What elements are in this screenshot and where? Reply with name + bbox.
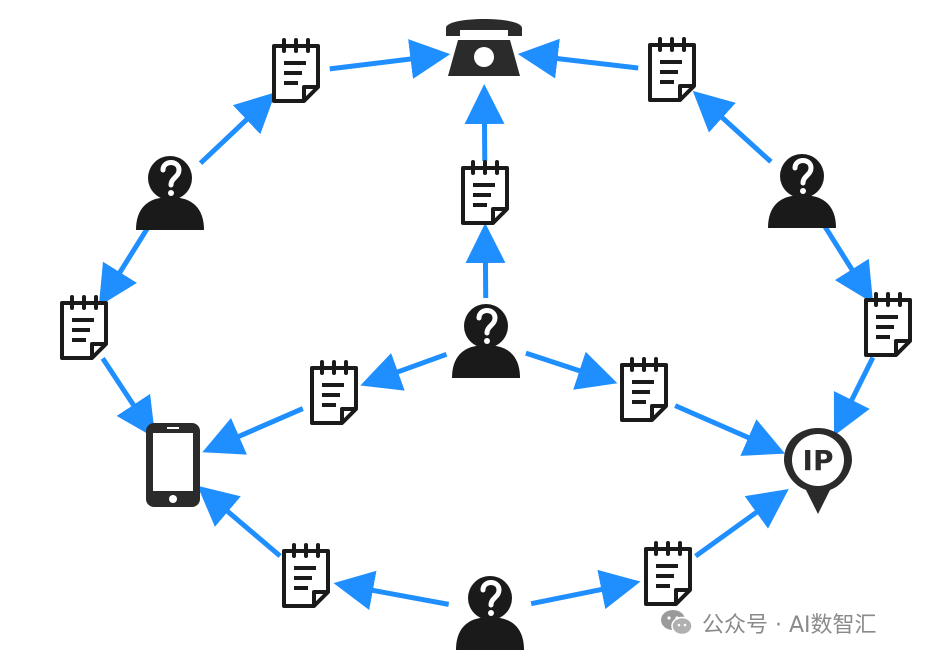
arrow-person-bottom-to-doc-bottom-right	[531, 584, 631, 604]
arrow-person-left-to-doc-left	[104, 228, 148, 298]
arrow-doc-top-right-to-phone	[528, 55, 639, 68]
watermark: 公众号 · AI数智汇	[660, 605, 920, 641]
arrow-person-right-to-doc-top-right	[700, 98, 771, 162]
document-icon-doc-center-left	[312, 362, 356, 423]
document-icon-doc-top-right	[650, 39, 694, 100]
arrow-doc-left-to-mobile	[103, 358, 150, 430]
ip-location-icon-ip: IP	[784, 428, 852, 514]
arrow-doc-bottom-right-to-ip	[696, 495, 781, 556]
wechat-icon	[660, 608, 694, 638]
arrow-person-right-to-doc-right	[824, 226, 867, 295]
unknown-person-icon-person-bottom	[456, 576, 524, 650]
unknown-person-icon-person-center	[452, 304, 520, 378]
unknown-person-icon-person-left	[136, 156, 204, 230]
arrow-doc-center-right-to-ip	[675, 406, 776, 450]
document-icon-doc-bottom-right	[646, 543, 690, 604]
arrow-person-bottom-to-doc-bottom-left	[343, 585, 448, 604]
ip-label: IP	[803, 444, 834, 477]
document-icon-doc-center-right	[622, 359, 666, 420]
arrow-person-center-to-doc-center-right	[526, 353, 608, 380]
document-icon-doc-left	[62, 297, 106, 358]
document-icon-doc-top-left	[274, 40, 318, 101]
document-icon-doc-bottom-left	[284, 545, 328, 606]
arrow-doc-right-to-ip	[838, 357, 872, 426]
arrow-person-left-to-doc-top-left	[201, 99, 269, 163]
mobile-phone-icon-mobile	[146, 423, 200, 507]
arrow-doc-center-left-to-mobile	[212, 409, 303, 449]
unknown-person-icon-person-right	[768, 154, 836, 228]
watermark-text: 公众号 · AI数智汇	[702, 607, 877, 639]
document-icon-doc-right	[866, 294, 910, 355]
document-icon-doc-center-top	[463, 162, 507, 223]
arrow-person-center-to-doc-center-left	[370, 354, 447, 382]
arrow-doc-top-left-to-phone	[330, 55, 441, 69]
telephone-icon-phone	[446, 19, 522, 76]
arrow-doc-bottom-left-to-mobile	[205, 492, 280, 556]
